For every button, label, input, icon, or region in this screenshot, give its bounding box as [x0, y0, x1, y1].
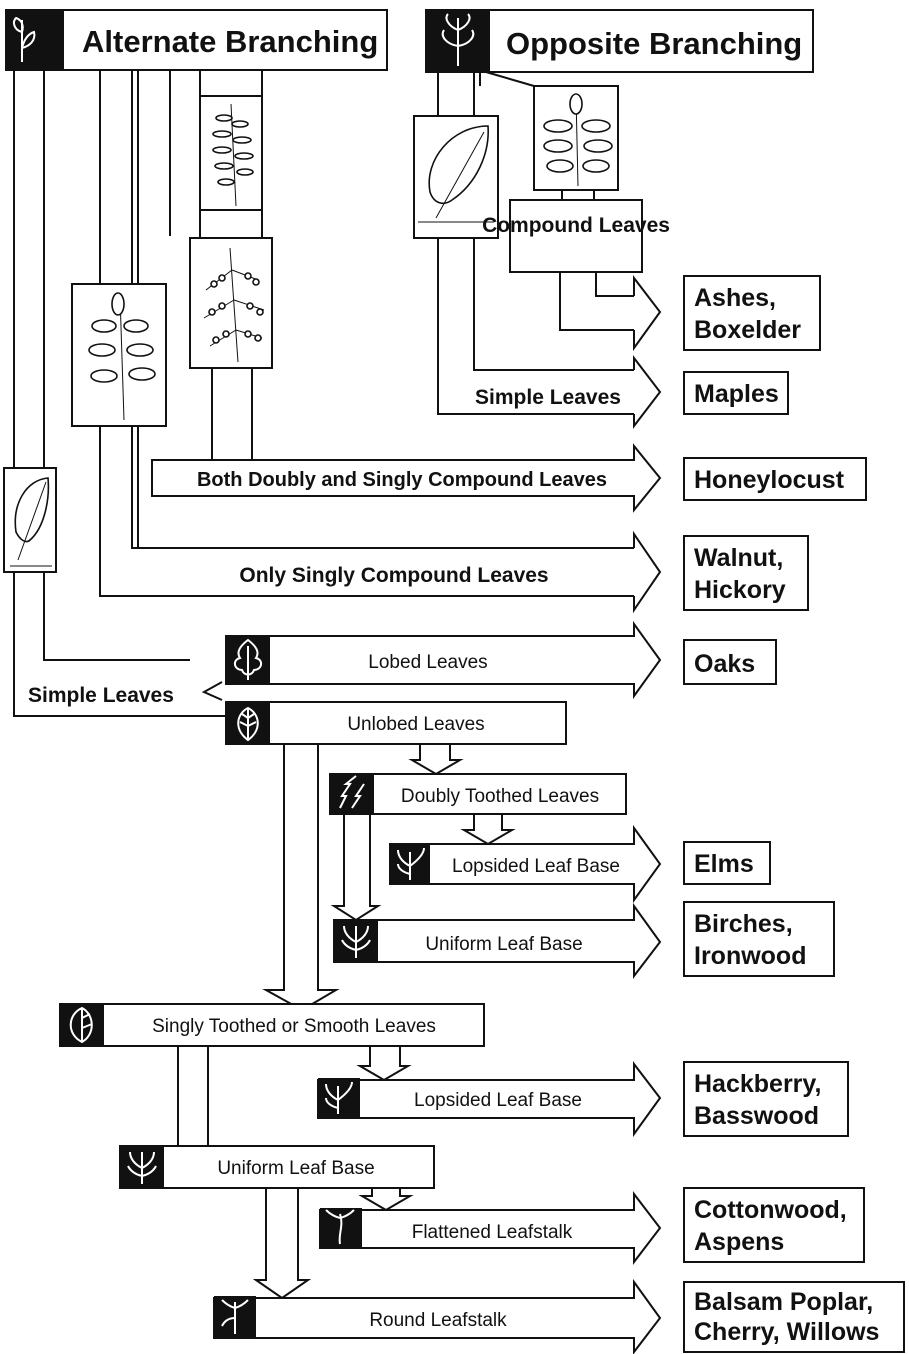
- unlobed-branch: Unlobed Leaves: [225, 701, 567, 745]
- svg-text:Hickory: Hickory: [694, 576, 786, 604]
- pipe-opp-simple: [437, 72, 634, 415]
- svg-text:Cottonwood,: Cottonwood,: [694, 1196, 847, 1224]
- svg-text:Walnut,: Walnut,: [694, 544, 783, 572]
- flattened-branch: Flattened Leafstalk: [319, 1191, 662, 1265]
- result-balsam: Balsam Poplar, Cherry, Willows: [683, 1281, 905, 1353]
- svg-text:Honeylocust: Honeylocust: [694, 466, 845, 494]
- singly-compound-label: Only Singly Compound Leaves: [239, 564, 548, 587]
- svg-text:Elms: Elms: [694, 850, 754, 878]
- simple-leaf-illustration-opp: [413, 115, 499, 239]
- arrow-to-lopsided-1: [460, 814, 516, 846]
- doubly-toothed-branch: Doubly Toothed Leaves: [329, 773, 627, 815]
- svg-text:Oaks: Oaks: [694, 650, 755, 678]
- arrow-maples: [633, 355, 662, 429]
- uniform-branch-1: Uniform Leaf Base: [333, 902, 662, 979]
- singly-toothed-branch: Singly Toothed or Smooth Leaves: [59, 1003, 485, 1047]
- flattened-label: Flattened Leafstalk: [412, 1222, 573, 1243]
- opposite-branching-header: Opposite Branching: [425, 9, 814, 73]
- unlobed-label: Unlobed Leaves: [347, 714, 484, 735]
- result-birches: Birches, Ironwood: [683, 901, 835, 977]
- singly-toothed-label: Singly Toothed or Smooth Leaves: [152, 1016, 436, 1037]
- svg-text:Balsam Poplar,: Balsam Poplar,: [694, 1288, 873, 1316]
- simple-split-arrow: [201, 681, 223, 701]
- pipe-uniform-down: [252, 1188, 312, 1300]
- lobed-label: Lobed Leaves: [368, 652, 487, 673]
- alternate-branching-title: Alternate Branching: [82, 24, 378, 59]
- opposite-branching-icon-glyph: [441, 13, 475, 66]
- result-oaks: Oaks: [683, 639, 777, 685]
- pipe-doubly-down: [330, 814, 382, 922]
- svg-text:Birches,: Birches,: [694, 910, 793, 938]
- arrow-walnut: [633, 530, 662, 614]
- opp-compound-label-box: Compound Leaves: [482, 199, 670, 273]
- uniform-label-1: Uniform Leaf Base: [425, 934, 582, 955]
- svg-text:Ashes,: Ashes,: [694, 284, 776, 312]
- pinnate-compound-leaf-illustration: [199, 95, 263, 211]
- lobed-branch: Lobed Leaves: [225, 620, 662, 700]
- arrow-ashes: [633, 275, 662, 352]
- pipe-unlobed-down: [262, 744, 340, 1012]
- result-maples: Maples: [683, 371, 789, 415]
- result-ashes: Ashes, Boxelder: [683, 275, 821, 351]
- lopsided-label-2: Lopsided Leaf Base: [414, 1090, 582, 1111]
- both-compound-label: Both Doubly and Singly Compound Leaves: [197, 469, 607, 491]
- svg-text:Boxelder: Boxelder: [694, 316, 801, 344]
- pipe-simple-outer: [13, 70, 226, 717]
- arrow-to-doubly: [408, 744, 464, 776]
- svg-text:Ironwood: Ironwood: [694, 942, 806, 970]
- pipe-singly-compound: [99, 70, 634, 597]
- result-walnut: Walnut, Hickory: [683, 535, 809, 611]
- arrow-to-flattened: [358, 1188, 414, 1212]
- svg-text:Basswood: Basswood: [694, 1102, 819, 1130]
- svg-text:Hackberry,: Hackberry,: [694, 1070, 821, 1098]
- svg-text:Maples: Maples: [694, 380, 779, 408]
- svg-text:Aspens: Aspens: [694, 1228, 784, 1256]
- lopsided-branch-1: Lopsided Leaf Base: [389, 824, 662, 904]
- pipe-opp-compound: [479, 71, 634, 331]
- result-hackberry: Hackberry, Basswood: [683, 1061, 849, 1137]
- opp-simple-label: Simple Leaves: [475, 386, 621, 409]
- arrow-to-lopsided-2: [356, 1046, 412, 1082]
- result-cottonwood: Cottonwood, Aspens: [683, 1187, 865, 1263]
- result-honeylocust: Honeylocust: [683, 457, 867, 501]
- round-label: Round Leafstalk: [369, 1310, 507, 1331]
- both-compound-branch: Both Doubly and Singly Compound Leaves: [151, 443, 662, 513]
- opp-compound-label: Compound Leaves: [482, 214, 670, 237]
- round-branch: Round Leafstalk: [213, 1278, 662, 1354]
- simple-leaf-illustration-alt: [3, 467, 57, 573]
- simple-leaves-label: Simple Leaves: [28, 684, 174, 707]
- uniform-branch-2: Uniform Leaf Base: [119, 1145, 435, 1189]
- result-elms: Elms: [683, 841, 771, 885]
- alternate-branching-header: Alternate Branching: [5, 9, 388, 71]
- alternate-branching-icon-glyph: [13, 16, 36, 62]
- singly-compound-leaf-illustration: [71, 283, 167, 427]
- doubly-toothed-label: Doubly Toothed Leaves: [401, 786, 599, 807]
- lopsided-label-1: Lopsided Leaf Base: [452, 856, 620, 877]
- opposite-compound-leaf-illustration: [533, 85, 619, 191]
- lopsided-branch-2: Lopsided Leaf Base: [317, 1061, 662, 1138]
- bipinnate-compound-leaf-illustration: [189, 237, 273, 369]
- svg-text:Cherry, Willows: Cherry, Willows: [694, 1318, 879, 1346]
- uniform-label-2: Uniform Leaf Base: [217, 1158, 374, 1179]
- opposite-branching-title: Opposite Branching: [506, 26, 802, 61]
